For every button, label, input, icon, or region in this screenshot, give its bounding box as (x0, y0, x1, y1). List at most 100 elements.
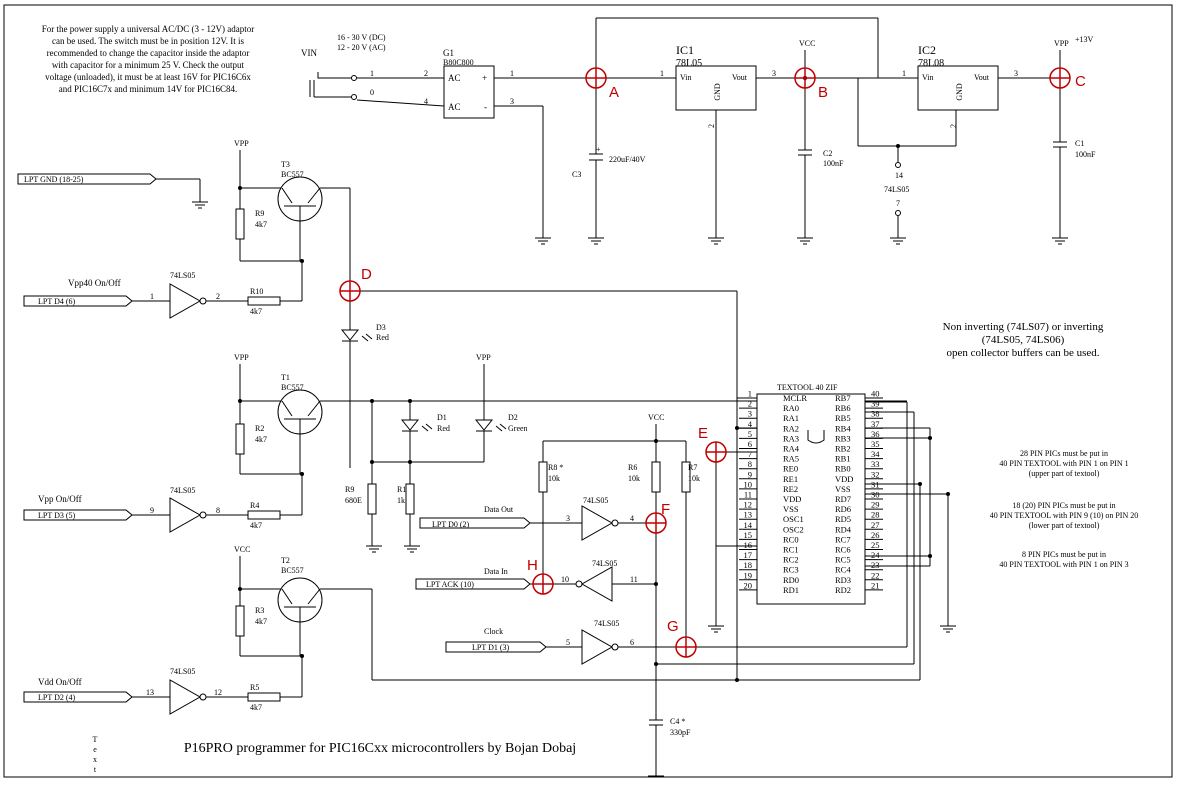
textool-title: TEXTOOL 40 ZIF (777, 383, 838, 392)
data-out-label: Data Out (484, 505, 514, 514)
pin-number: 37 (871, 419, 880, 429)
pin-number: 36 (871, 429, 880, 439)
stray-e: e (93, 745, 97, 754)
pin-number: 4 (748, 419, 753, 429)
pin-number: 24 (871, 550, 880, 560)
ic1-part: 78L05 (676, 58, 702, 69)
junction-dot (654, 439, 658, 443)
junction-dot (408, 460, 412, 464)
junction-dots (238, 76, 950, 682)
r3-value: 4k7 (255, 617, 267, 626)
power-note-line-6: and PIC16C7x and minimum 14V for PIC16C8… (59, 84, 238, 94)
pullup-resistors: VCC R8 * 10k R6 10k R7 10k (538, 413, 700, 720)
ground-icon (940, 625, 956, 633)
power-note-line-2: can be used. The switch must be in posit… (52, 36, 244, 46)
vin-label: VIN (301, 48, 317, 58)
t3-ref: T3 (281, 160, 290, 169)
pin-number: 14 (744, 520, 753, 530)
pin28-note-2: 40 PIN TEXTOOL with PIN 1 on PIN 1 (999, 459, 1128, 468)
ic1-ref: IC1 (676, 43, 694, 57)
bridge-minus: - (484, 102, 487, 112)
pin-number: 17 (744, 550, 753, 560)
pin-number: 35 (871, 439, 880, 449)
r4-body (247, 510, 281, 520)
vpp-label-ctrl: Vpp On/Off (38, 494, 82, 504)
pin-number: 21 (871, 580, 880, 590)
c4-value: 330pF (670, 728, 691, 737)
bridge-g1: G1 B80C800 AC AC + - 2 4 1 3 (424, 48, 676, 238)
data-out-channel: Data Out LPT D0 (2) 74LS05 3 4 (419, 496, 656, 541)
regulator-ic1: IC1 78L05 Vin Vout GND 1 3 2 (660, 43, 776, 238)
lpt-ack-label: LPT ACK (10) (426, 580, 474, 589)
pin-num: 1 (510, 69, 514, 78)
gate-in-pin: 9 (150, 506, 154, 515)
pin-name: RD2 (835, 585, 851, 595)
gate-out-pin: 6 (630, 638, 634, 647)
c1-ref: C1 (1075, 139, 1084, 148)
ground-icon (588, 237, 604, 245)
gate-out-pin: 4 (630, 514, 634, 523)
pin-number: 23 (871, 560, 880, 570)
pin-number: 11 (744, 490, 752, 500)
pin-name: RC4 (835, 565, 851, 575)
pin-number: 2 (748, 399, 752, 409)
pin-name: RD6 (835, 504, 851, 514)
r1-body (405, 483, 415, 515)
textool-notch (807, 430, 825, 444)
pin-number: 10 (744, 479, 753, 489)
lpt-d3-label: LPT D3 (5) (38, 511, 76, 520)
buffer-gate-icon (581, 505, 614, 541)
power-note-line-1: For the power supply a universal AC/DC (… (42, 24, 254, 34)
junction-dot (654, 662, 658, 666)
transistor-t2-stage: VCC R3 4k7 T2 BC557 (234, 545, 920, 681)
ground-icon (890, 237, 906, 245)
t2-part: BC557 (281, 566, 304, 575)
pin-num: 3 (510, 97, 514, 106)
vpp40-control: Vpp40 On/Off LPT D4 (6) 74LS05 1 2 R10 4… (23, 261, 303, 319)
pin-name: RB7 (835, 393, 851, 403)
d1-color: Red (437, 424, 450, 433)
stray-t: T (93, 735, 98, 744)
bridge-ref: G1 (443, 48, 454, 58)
vin-ac-range: 12 - 20 V (AC) (337, 43, 386, 52)
pin-name: RB6 (835, 403, 851, 413)
buffer-gate-icon (580, 566, 613, 602)
marker-e-label: E (698, 425, 708, 442)
r6-ref: R6 (628, 463, 637, 472)
pin-name: RD4 (835, 524, 852, 534)
pin18-note-1: 18 (20) PIN PICs must be put in (1012, 501, 1115, 510)
r1-ref: R1 (397, 485, 406, 494)
t3-part: BC557 (281, 170, 304, 179)
pin-num: 4 (424, 97, 428, 106)
led-d3: D3 Red (340, 323, 389, 468)
pin-num: 1 (660, 69, 664, 78)
lpt-d2-label: LPT D2 (4) (38, 693, 76, 702)
junction-dot (238, 186, 242, 190)
pin-name: VDD (835, 474, 853, 484)
pin-name: RA5 (783, 454, 799, 464)
r9b-value: 680E (345, 496, 362, 505)
pin-number: 33 (871, 459, 880, 469)
switch-pos-0: 0 (370, 88, 374, 97)
t1-part: BC557 (281, 383, 304, 392)
pin-number: 19 (744, 570, 753, 580)
pin-number: 12 (744, 500, 753, 510)
r2-value: 4k7 (255, 435, 267, 444)
r1-value: 1k (397, 496, 405, 505)
pin-number: 27 (871, 520, 880, 530)
textool-body (756, 393, 866, 605)
pin-number: 6 (748, 439, 752, 449)
pin-num: 2 (949, 124, 958, 128)
textool-right-pin: 27 RD4 (835, 520, 883, 534)
pin-num: 2 (707, 124, 716, 128)
pin-name: RD5 (835, 514, 851, 524)
